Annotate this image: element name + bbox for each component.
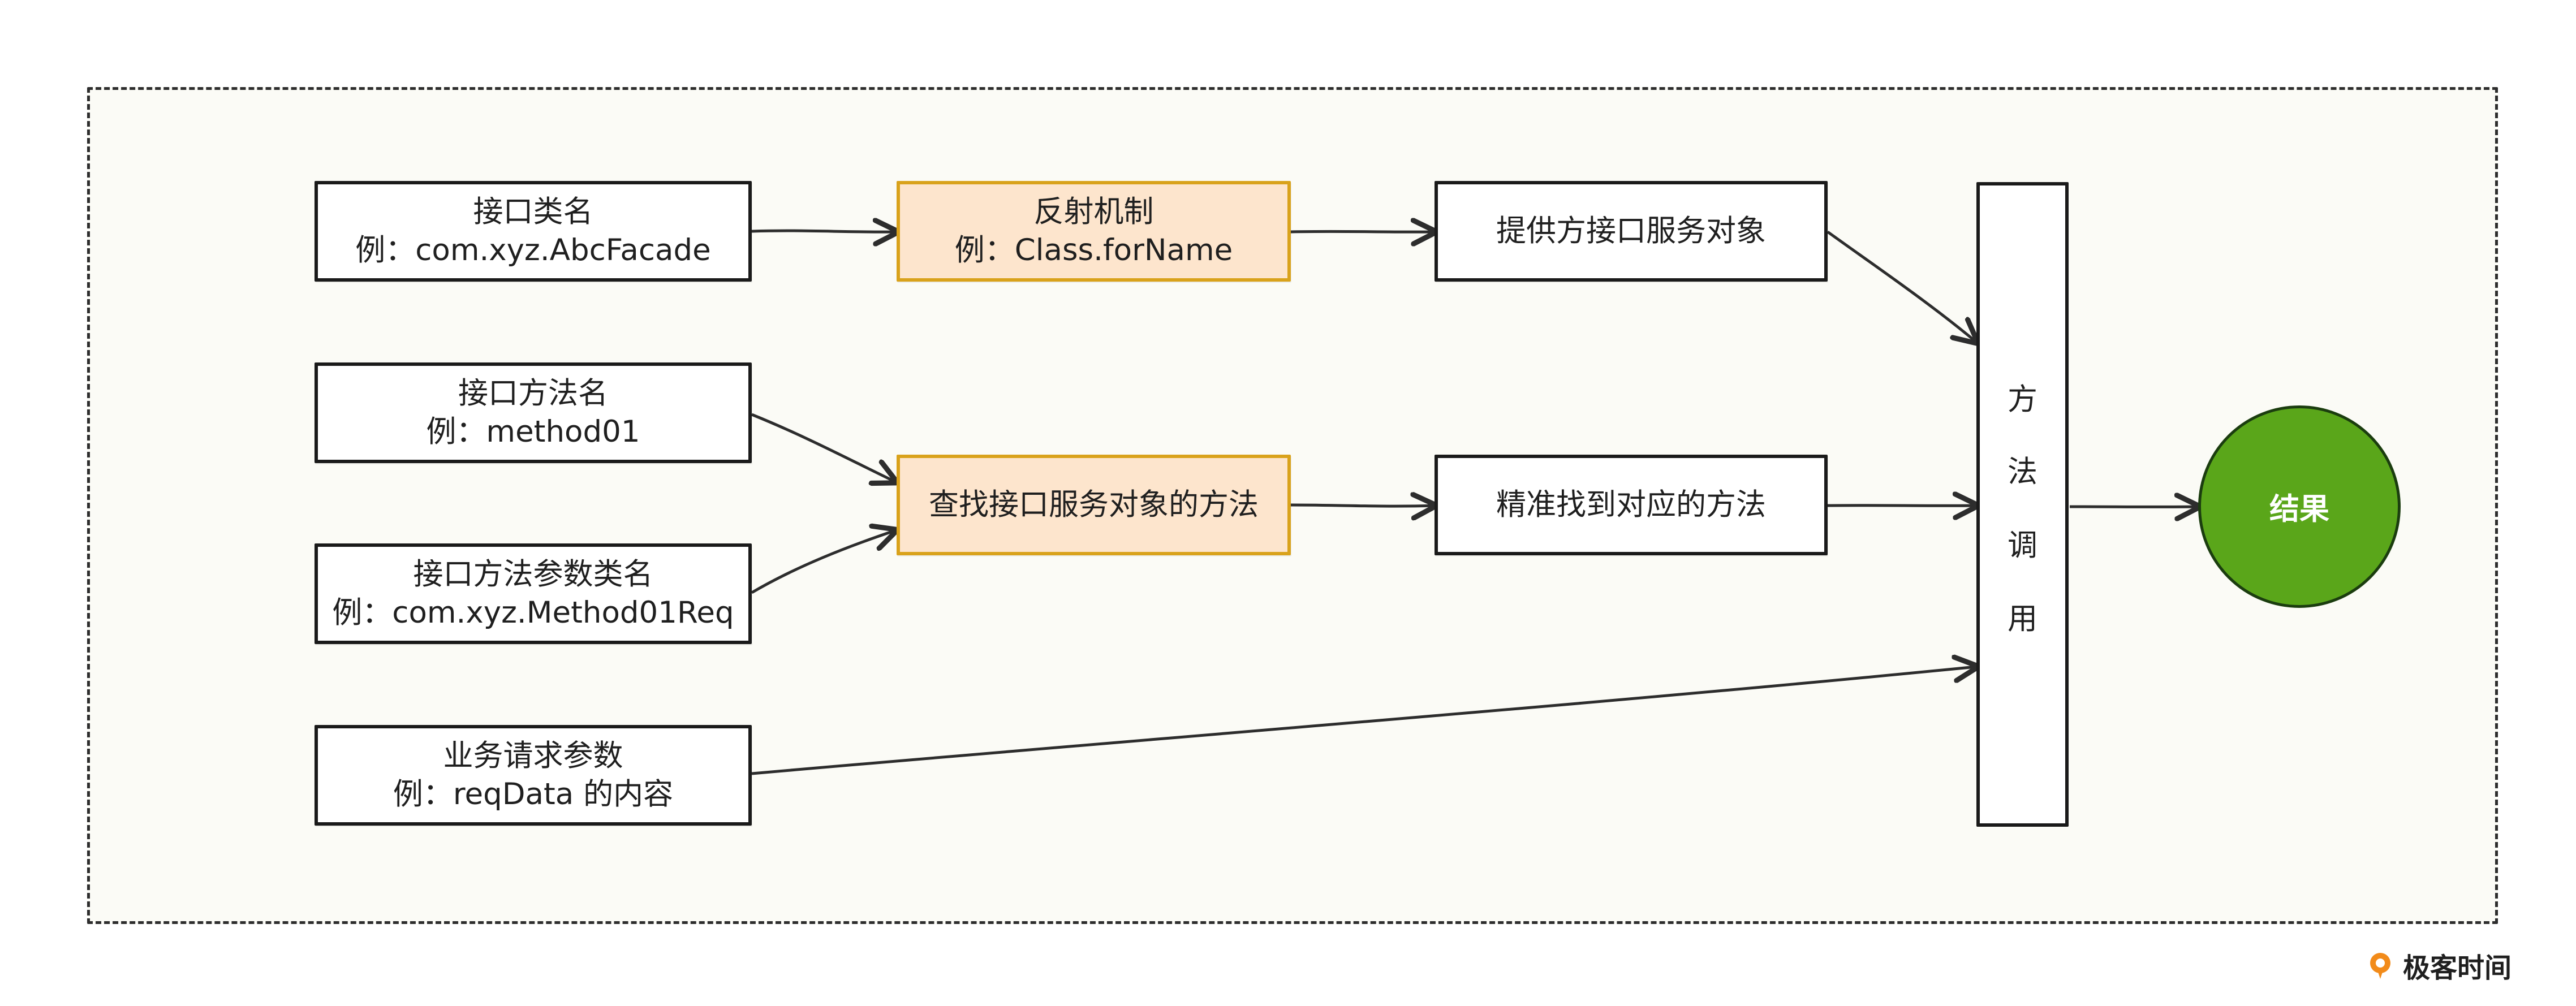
result-label: 结果 [2269,492,2329,526]
business-request-params-title: 业务请求参数 [443,739,623,774]
interface-method-name-example: 例：method01 [426,415,640,449]
business-request-params-example: 例：reqData 的内容 [393,777,674,811]
edge-find-method-to-exact-method [1290,505,1435,506]
interface-class-name-example: 例：com.xyz.AbcFacade [355,233,711,267]
method-param-class-node: 接口方法参数类名 例：com.xyz.Method01Req [315,543,752,644]
interface-method-name-title: 接口方法名 [458,376,608,411]
result-node: 结果 [2198,405,2401,608]
method-invocation-char-4: 用 [2008,602,2037,636]
edge-provider-to-invocation [1827,230,1976,342]
interface-class-name-title: 接口类名 [473,195,593,230]
exact-method-label: 精准找到对应的方法 [1496,487,1766,523]
edge-method-name-to-find-method [751,413,895,482]
method-invocation-char-2: 法 [2008,455,2037,489]
business-request-params-node: 业务请求参数 例：reqData 的内容 [315,725,752,826]
method-invocation-char-1: 方 [2008,382,2037,417]
reflection-example: 例：Class.forName [954,233,1233,267]
brand-watermark: 极客时间 [2364,945,2512,986]
find-interface-method-node: 查找接口服务对象的方法 [897,455,1291,555]
find-interface-method-label: 查找接口服务对象的方法 [929,487,1259,523]
interface-method-name-node: 接口方法名 例：method01 [315,362,752,463]
watermark-text: 极客时间 [2403,952,2512,984]
method-param-class-example: 例：com.xyz.Method01Req [332,595,734,630]
provider-service-object-node: 提供方接口服务对象 [1435,181,1828,282]
reflection-title: 反射机制 [1033,195,1154,230]
edge-interface-class-to-reflection [751,231,897,232]
provider-service-object-label: 提供方接口服务对象 [1496,214,1766,249]
method-param-class-title: 接口方法参数类名 [413,557,653,592]
reflection-node: 反射机制 例：Class.forName [897,181,1291,282]
method-invocation-node: 方 法 调 用 [1976,182,2069,827]
exact-method-node: 精准找到对应的方法 [1435,455,1828,555]
interface-class-name-node: 接口类名 例：com.xyz.AbcFacade [315,181,752,282]
geektime-logo-icon [2364,949,2396,981]
edge-param-class-to-find-method [751,530,895,594]
edge-business-params-to-invocation [751,667,1976,775]
edge-reflection-to-provider [1290,231,1435,232]
method-invocation-char-3: 调 [2008,528,2037,563]
